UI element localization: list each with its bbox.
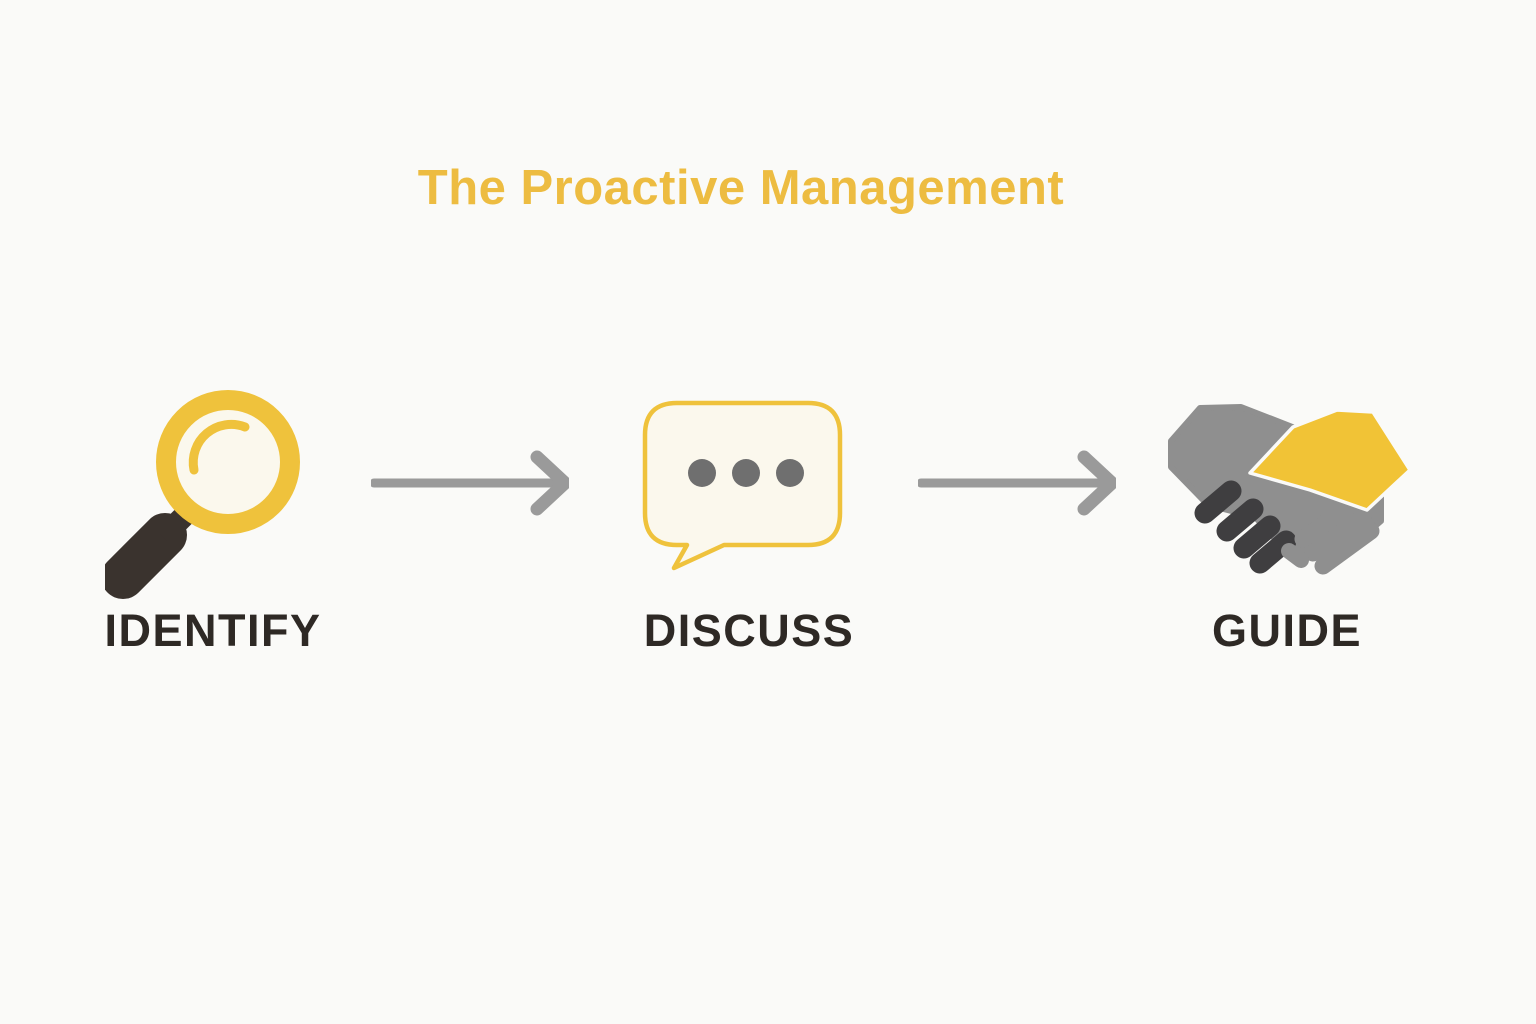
bubble-dot [732,459,760,487]
step-label-discuss: DISCUSS [643,605,855,656]
speech-bubble-icon [642,400,843,571]
bubble-dot [688,459,716,487]
step-label-identify: IDENTIFY [104,605,322,656]
arrow-right-icon [918,450,1116,516]
step-label-guide: GUIDE [1211,605,1362,656]
handshake-icon [1168,404,1412,575]
bubble-dot [776,459,804,487]
arrow-right-icon [371,450,569,516]
diagram-title: The Proactive Management [417,161,1065,215]
magnifying-glass-icon [105,390,300,599]
